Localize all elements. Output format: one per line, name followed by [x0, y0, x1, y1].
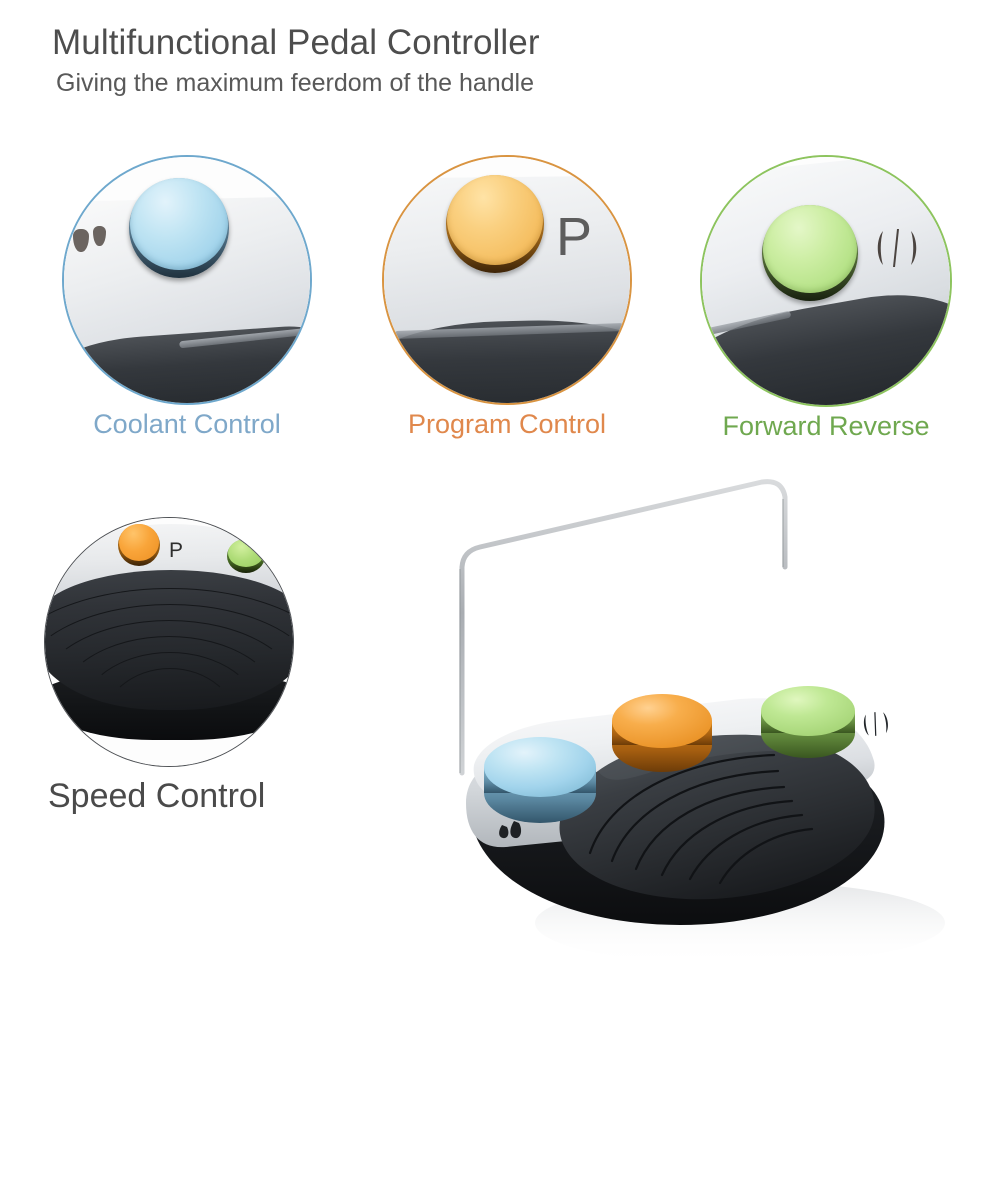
program-zoom-scene: P	[384, 157, 630, 403]
callout-program-control: P Program Control	[382, 155, 632, 438]
callout-coolant-label: Coolant Control	[93, 409, 281, 439]
program-zoom-circle: P	[382, 155, 632, 405]
forward-zoom-circle	[700, 155, 952, 407]
forward-reverse-icon	[863, 712, 888, 736]
callout-program-label: Program Control	[407, 409, 607, 439]
letter-p-marking: P	[169, 539, 184, 562]
pedal-grooves	[588, 753, 814, 885]
forward-reverse-button[interactable]	[761, 686, 855, 758]
program-button[interactable]	[612, 694, 712, 772]
speed-zoom-circle: P	[44, 517, 294, 767]
callout-speed-label: Speed Control	[48, 777, 266, 815]
forward-zoom-scene	[702, 157, 950, 405]
water-drops-icon	[499, 821, 522, 839]
product-hero-image: P	[440, 455, 1000, 1000]
program-button-top	[447, 175, 543, 265]
callout-forward-label: Forward Reverse	[722, 411, 930, 441]
program-button[interactable]	[118, 524, 160, 566]
pedal-groove	[45, 588, 293, 710]
letter-p-marking: P	[556, 207, 593, 267]
wire-carry-handle	[459, 479, 788, 776]
callout-coolant-control: Coolant Control	[62, 155, 312, 438]
program-button-top	[119, 524, 159, 561]
ribbed-pedal-surface	[559, 734, 875, 900]
forward-button-top	[763, 205, 857, 293]
coolant-button-top	[130, 178, 228, 270]
pedal-groove	[45, 620, 293, 710]
coolant-button[interactable]	[484, 737, 596, 823]
pedal-groove	[101, 668, 239, 710]
coolant-zoom-scene	[64, 157, 310, 403]
page-subtitle: Giving the maximum feerdom of the handle	[56, 68, 535, 97]
forward-reverse-icon	[877, 229, 917, 267]
forward-reverse-button[interactable]	[762, 205, 858, 301]
pedal-groove	[79, 652, 261, 710]
forward-button-top	[228, 539, 264, 567]
callout-forward-reverse: Forward Reverse	[700, 155, 952, 440]
pedal-groove	[57, 636, 281, 710]
forward-reverse-button[interactable]	[227, 539, 265, 573]
program-button[interactable]	[446, 175, 544, 273]
pedal-controller-illustration	[459, 479, 945, 965]
ribbed-pedal-surface[interactable]	[45, 570, 293, 710]
pedal-groove	[45, 604, 293, 710]
coolant-button[interactable]	[129, 178, 229, 278]
speed-zoom-scene: P	[45, 518, 293, 766]
page-title: Multifunctional Pedal Controller	[52, 23, 540, 62]
callout-speed-control: P Speed Control	[44, 517, 294, 813]
coolant-zoom-circle	[62, 155, 312, 405]
header: Multifunctional Pedal Controller Giving …	[52, 23, 952, 97]
